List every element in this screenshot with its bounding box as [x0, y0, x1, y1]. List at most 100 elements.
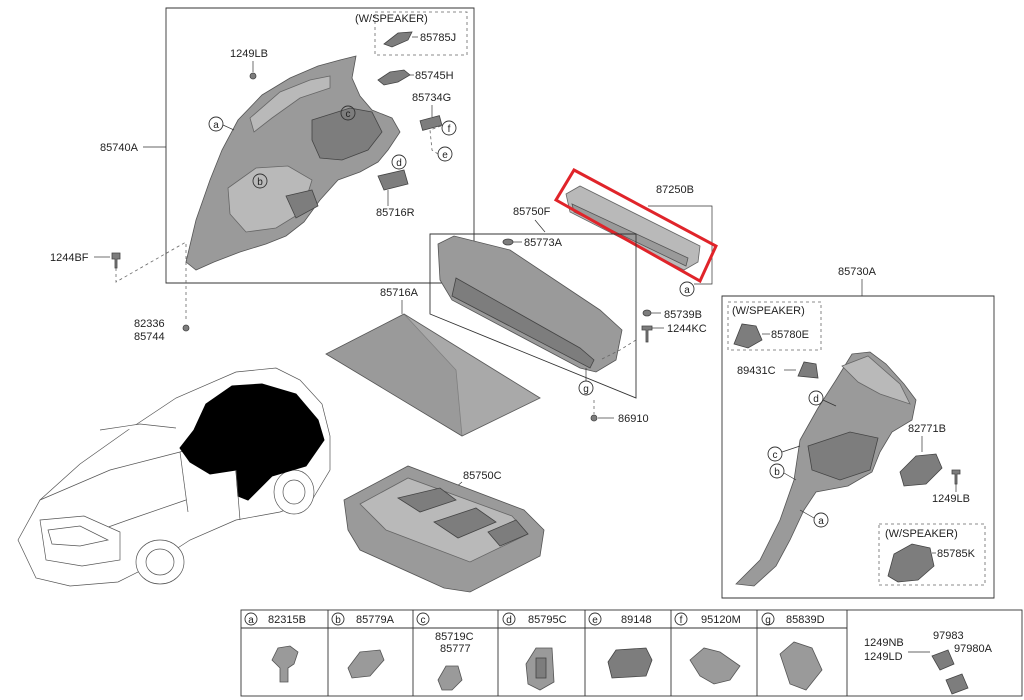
- svg-text:82315B: 82315B: [268, 614, 306, 626]
- legend-cell-d: d 85795C: [502, 612, 567, 691]
- svg-text:c: c: [421, 615, 426, 626]
- svg-text:a: a: [213, 120, 219, 131]
- tonneau-tray-85750F: [437, 235, 623, 373]
- tonneau-group-box: [429, 233, 637, 399]
- svg-text:g: g: [765, 615, 771, 626]
- clip-82315B-icon: [271, 645, 299, 683]
- svg-text:a: a: [684, 285, 690, 296]
- lamp-89148-icon: [607, 647, 653, 679]
- callout-b-left: b: [252, 173, 268, 189]
- svg-text:f: f: [680, 615, 683, 626]
- callout-g-center: g: [578, 380, 594, 396]
- svg-text:97983: 97983: [933, 630, 964, 642]
- cover-85745H: [377, 69, 411, 86]
- label-w-speaker-top: (W/SPEAKER): [355, 13, 428, 25]
- svg-text:85777: 85777: [440, 643, 471, 655]
- label-85739B: 85739B: [664, 309, 702, 321]
- speaker-cover-85785J: [383, 31, 413, 48]
- callout-f-left: f: [441, 120, 457, 136]
- legend-strip: [240, 609, 1023, 697]
- right-trim-group-box: [721, 295, 995, 599]
- legend-cell-e: e 89148: [588, 612, 653, 679]
- label-1249LB-top: 1249LB: [230, 48, 268, 60]
- legend-cell-c: c 85719C 85777: [416, 612, 474, 691]
- svg-text:89148: 89148: [621, 614, 652, 626]
- label-85744: 85744: [134, 331, 165, 343]
- callout-c-left: c: [340, 105, 356, 121]
- svg-text:d: d: [506, 615, 512, 626]
- switch-97980A-icon: [931, 649, 955, 671]
- label-85716R: 85716R: [376, 207, 415, 219]
- legend-cell-b: b 85779A: [331, 612, 395, 679]
- svg-text:d: d: [396, 158, 402, 169]
- label-1249LB-right: 1249LB: [932, 493, 970, 505]
- legend-cell-f: f 95120M: [674, 612, 741, 685]
- svg-text:a: a: [818, 516, 824, 527]
- svg-text:85779A: 85779A: [356, 614, 395, 626]
- label-85716A: 85716A: [380, 287, 419, 299]
- svg-text:b: b: [774, 467, 780, 478]
- socket-95120M-icon: [689, 647, 741, 685]
- callout-d-right: d: [808, 390, 824, 406]
- svg-text:a: a: [248, 615, 254, 626]
- speaker-grille-85780E: [733, 323, 763, 349]
- svg-text:85839D: 85839D: [786, 614, 825, 626]
- label-85750F: 85750F: [513, 206, 551, 218]
- callout-a-right: a: [813, 512, 829, 528]
- svg-text:f: f: [448, 124, 451, 135]
- label-85740A: 85740A: [100, 142, 139, 154]
- clip-85719C-icon: [437, 665, 463, 691]
- speaker-option-box-top: [374, 11, 468, 56]
- svg-text:85795C: 85795C: [528, 614, 567, 626]
- highlight-87250B: [553, 168, 718, 284]
- legend-cell-a: a 82315B: [244, 612, 306, 683]
- bracket-85734G: [419, 115, 443, 131]
- svg-text:b: b: [335, 615, 341, 626]
- svg-text:95120M: 95120M: [701, 614, 741, 626]
- label-85785K: 85785K: [937, 548, 976, 560]
- bracket-82771B: [899, 453, 943, 487]
- label-82771B: 82771B: [908, 423, 946, 435]
- legend-cell-other: 1249NB 1249LD 97983 97980A: [864, 630, 993, 695]
- label-85750C: 85750C: [463, 470, 502, 482]
- label-85780E: 85780E: [771, 329, 809, 341]
- clip-85839D-icon: [779, 641, 823, 691]
- label-85785J: 85785J: [420, 32, 456, 44]
- callout-e-left: e: [437, 146, 453, 162]
- callout-d-left: d: [391, 154, 407, 170]
- svg-text:d: d: [813, 394, 819, 405]
- svg-text:c: c: [346, 109, 351, 120]
- callout-b-right: b: [769, 463, 785, 479]
- svg-text:1249NB: 1249NB: [864, 637, 904, 649]
- label-86910: 86910: [618, 413, 649, 425]
- clip-85773A: [502, 238, 514, 246]
- svg-text:e: e: [592, 615, 598, 626]
- legend-cell-g: g 85839D: [761, 612, 825, 691]
- label-89431C: 89431C: [737, 365, 776, 377]
- label-85773A: 85773A: [524, 237, 563, 249]
- label-1244KC: 1244KC: [667, 323, 707, 335]
- svg-text:97980A: 97980A: [954, 643, 993, 655]
- speaker-option-box-right: [727, 301, 822, 351]
- label-82336: 82336: [134, 318, 165, 330]
- label-w-speaker-right: (W/SPEAKER): [732, 305, 805, 317]
- label-85745H: 85745H: [415, 70, 454, 82]
- svg-text:1249LD: 1249LD: [864, 651, 903, 663]
- label-85734G: 85734G: [412, 92, 451, 104]
- callout-a-87250B: a: [679, 281, 695, 297]
- svg-text:e: e: [442, 150, 448, 161]
- speaker-cover-85785K: [887, 543, 935, 583]
- svg-text:b: b: [257, 177, 263, 188]
- label-1244BF: 1244BF: [50, 252, 89, 264]
- callout-c-right: c: [767, 446, 783, 462]
- svg-text:g: g: [583, 384, 589, 395]
- label-87250B: 87250B: [656, 184, 694, 196]
- svg-text:c: c: [773, 450, 778, 461]
- cap-85779A-icon: [347, 649, 385, 679]
- callout-a-left: a: [208, 116, 224, 132]
- svg-text:85719C: 85719C: [435, 631, 474, 643]
- label-85730A: 85730A: [838, 266, 877, 278]
- vehicle-illustration: [17, 367, 331, 587]
- label-w-speaker-bottom: (W/SPEAKER): [885, 528, 958, 540]
